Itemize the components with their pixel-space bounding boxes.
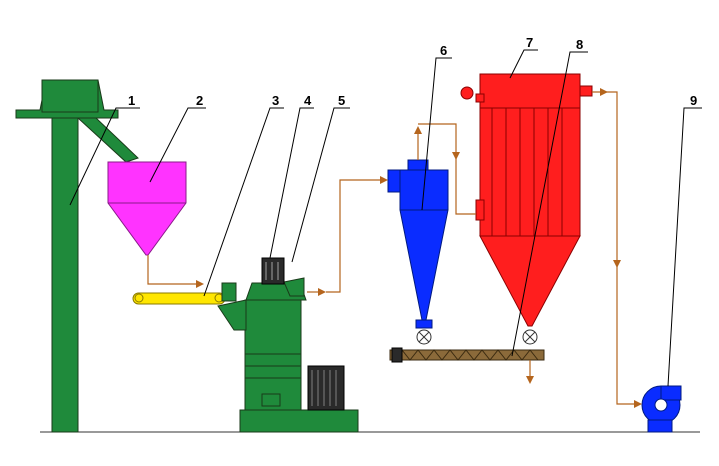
label-1: 1 (128, 93, 135, 108)
label-9: 9 (690, 93, 697, 108)
label-8: 8 (576, 37, 583, 52)
label-4: 4 (304, 93, 312, 108)
grinding-mill (217, 277, 359, 433)
label-5: 5 (338, 93, 345, 108)
label-3: 3 (272, 93, 279, 108)
belt-conveyor (132, 292, 226, 305)
bucket-elevator (15, 79, 139, 433)
blower-fan (641, 385, 682, 433)
label-7: 7 (526, 35, 533, 50)
component-labels: 1 2 3 4 5 6 7 8 9 (128, 35, 697, 108)
screw-conveyor (389, 347, 545, 363)
label-6: 6 (440, 43, 447, 58)
feed-hopper (107, 161, 187, 256)
label-2: 2 (196, 93, 203, 108)
leader-lines (69, 49, 702, 387)
classifier-motor (261, 257, 285, 285)
flow-lines (147, 88, 642, 408)
cyclone-collector (387, 159, 449, 345)
pulse-dust-collector (460, 73, 593, 345)
